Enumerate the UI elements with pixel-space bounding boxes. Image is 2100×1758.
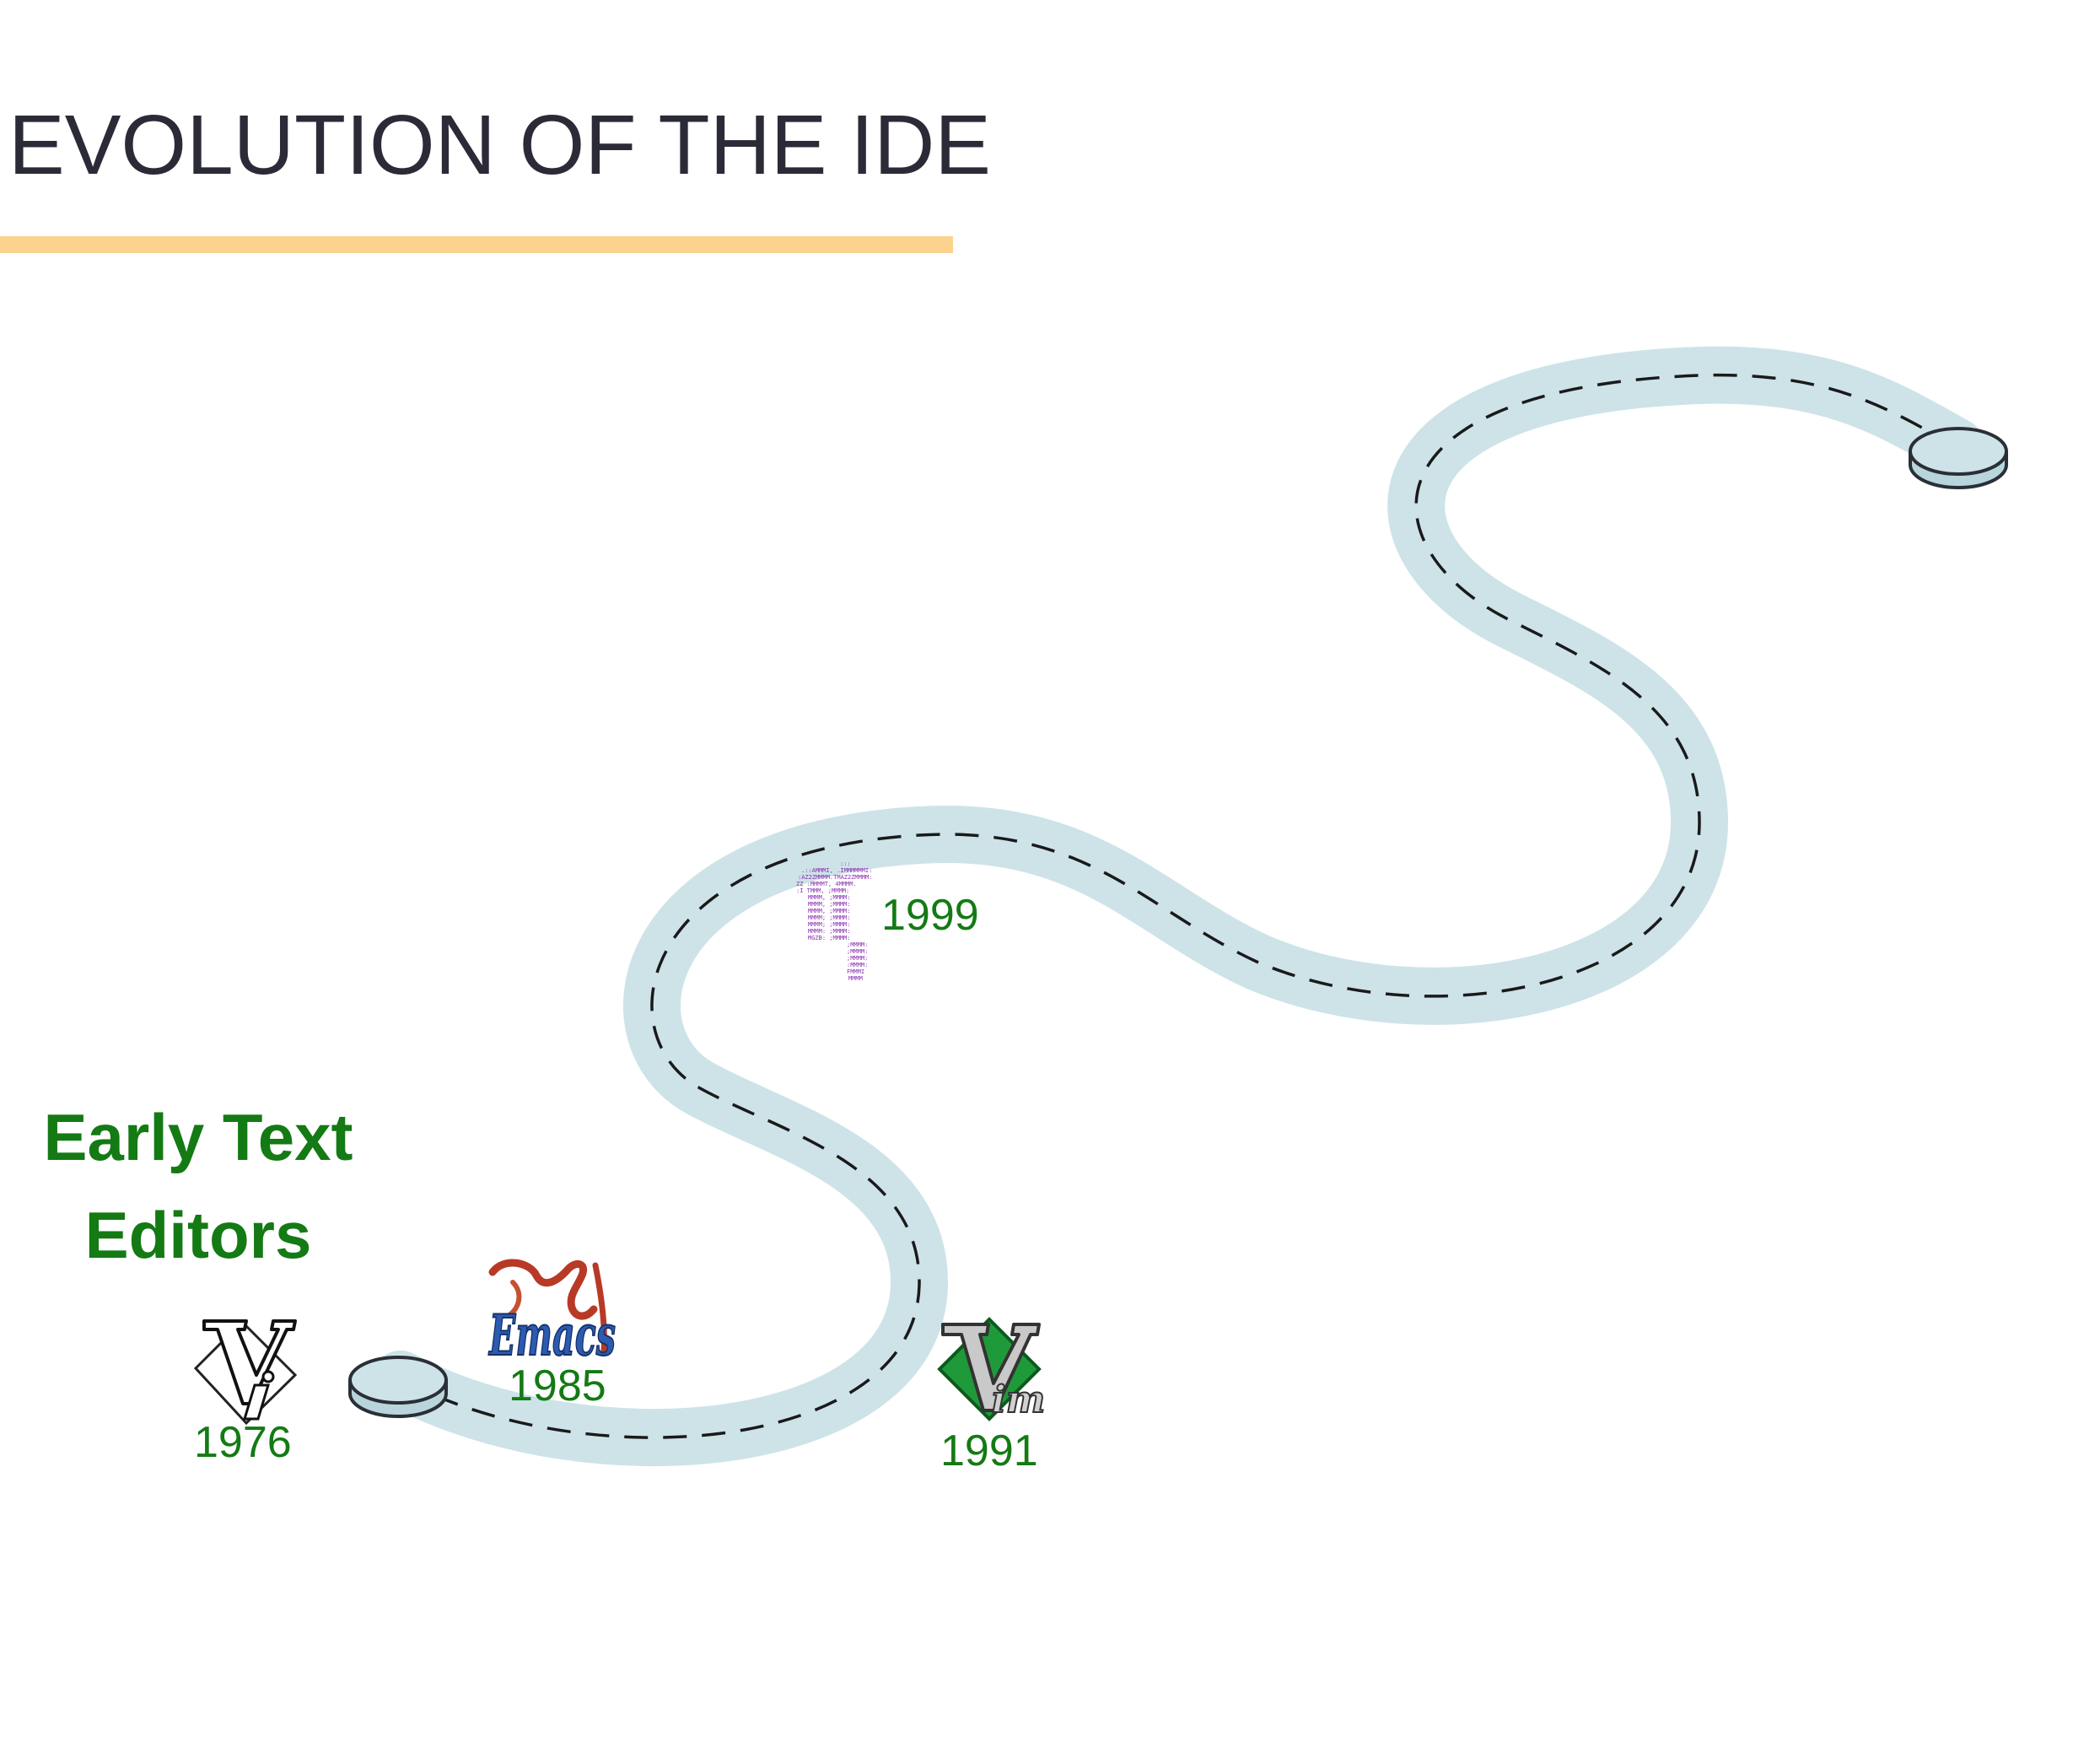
svg-text:MMMM: MMMM — [848, 975, 863, 982]
svg-text:MMMM, ;MMMM:: MMMM, ;MMMM: — [808, 908, 851, 914]
svg-text:MMMM: ;MMMM:: MMMM: ;MMMM: — [808, 928, 851, 935]
svg-text:Emacs: Emacs — [488, 1302, 616, 1368]
vi-logo-icon — [193, 1319, 298, 1426]
svg-text:;MMMM:: ;MMMM: — [847, 941, 868, 948]
milestone-year: 1985 — [509, 1362, 606, 1410]
svg-text:MMMM; ;MMMM:: MMMM; ;MMMM: — [808, 914, 851, 921]
road-end-marker — [1909, 427, 2008, 489]
svg-text:;MMMM:: ;MMMM: — [847, 955, 868, 962]
svg-text:im: im — [992, 1378, 1045, 1421]
milestone-year: 1999 — [881, 891, 979, 940]
road-start-marker — [348, 1356, 448, 1418]
svg-text:.::AMMMI, .IMMMMMMI:: .::AMMMI, .IMMMMMMI: — [801, 867, 872, 874]
svg-text:ZZ :MMMMT, 4MMMM.: ZZ :MMMMT, 4MMMM. — [796, 881, 857, 887]
svg-text:MMMM, ;MMMM:: MMMM, ;MMMM: — [808, 894, 851, 901]
svg-text:;MMMM:: ;MMMM: — [847, 948, 868, 955]
svg-text:MMMM, ;MMMM:: MMMM, ;MMMM: — [808, 901, 851, 908]
svg-text::I TMMM, ;MMMM:: :I TMMM, ;MMMM: — [796, 887, 849, 894]
slide-title: EVOLUTION OF THE IDE — [8, 98, 991, 192]
svg-text:MGZB: ;MMMM:: MGZB: ;MMMM: — [808, 935, 851, 941]
svg-text::::: ::: — [840, 860, 851, 867]
section-label: Early Text Editors — [43, 1100, 353, 1272]
vim-logo-icon: im — [937, 1317, 1046, 1422]
road-band — [401, 375, 1957, 1437]
milestone-year: 1976 — [194, 1418, 292, 1467]
milestone-year: 1991 — [940, 1426, 1038, 1475]
title-underline — [0, 236, 953, 253]
emacs-logo-icon: Emacs — [487, 1259, 617, 1369]
svg-text:MMMM; ;MMMM:: MMMM; ;MMMM: — [808, 921, 851, 928]
svg-text::MMMM:: :MMMM: — [847, 962, 868, 968]
svg-text::AZ2ZMMMM.TMAZ2ZMMMM:: :AZ2ZMMMM.TMAZ2ZMMMM: — [798, 874, 873, 881]
ascii-art-logo-icon: ::: .::AMMMI, .IMMMMMMI: :AZ2ZMMMM.TMAZ2… — [796, 860, 873, 982]
svg-text:FMMMI: FMMMI — [847, 968, 864, 975]
